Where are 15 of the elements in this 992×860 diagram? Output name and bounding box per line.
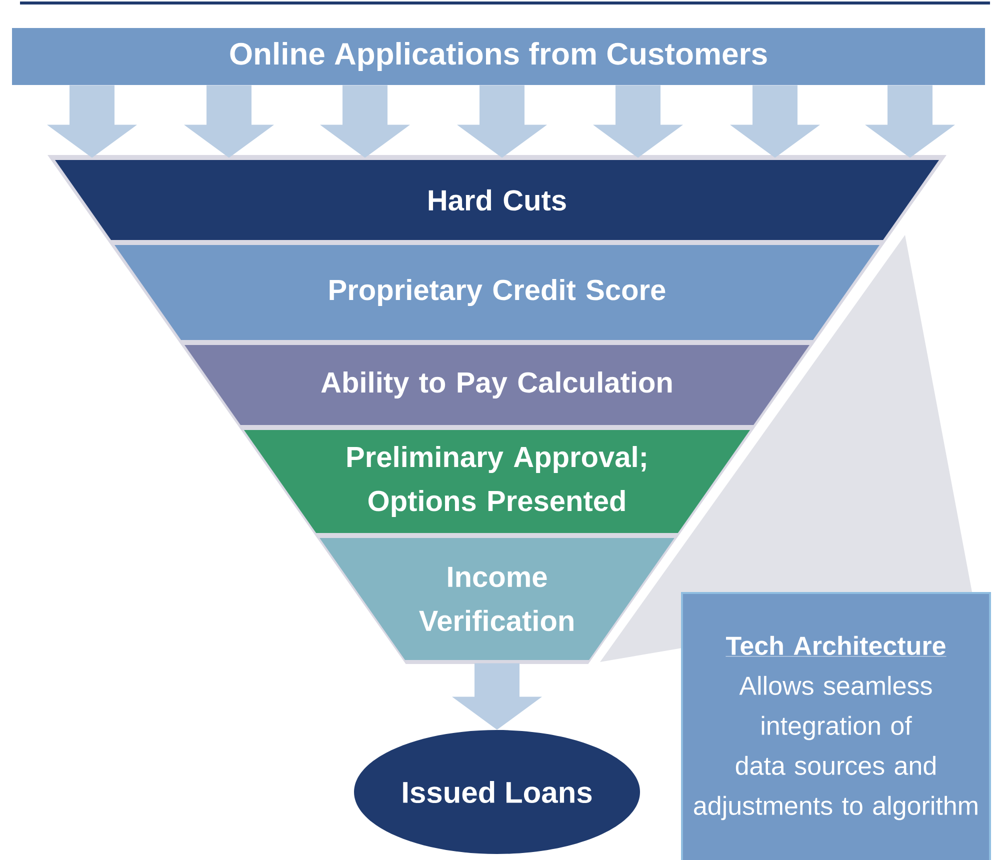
funnel-stage: Ability to Pay Calculation xyxy=(184,345,810,425)
block-arrow xyxy=(457,85,547,158)
block-arrow xyxy=(184,85,274,158)
block-arrow xyxy=(593,85,683,158)
funnel-stage: Proprietary Credit Score xyxy=(114,245,880,340)
node-label: Allows seamless integration of data sources and adjustments to algorithm xyxy=(694,676,978,820)
banner: Online Applications from Customers xyxy=(12,28,985,85)
funnel-stage: Preliminary Approval; Options Presented xyxy=(244,430,750,533)
block-arrow xyxy=(320,85,410,158)
block-arrow xyxy=(452,663,542,730)
block-arrow xyxy=(47,85,137,158)
funnel-stage: Income Verification xyxy=(320,538,674,660)
block-arrow xyxy=(730,85,820,158)
funnel-stage: Hard Cuts xyxy=(55,160,939,240)
block-arrow xyxy=(865,85,956,158)
